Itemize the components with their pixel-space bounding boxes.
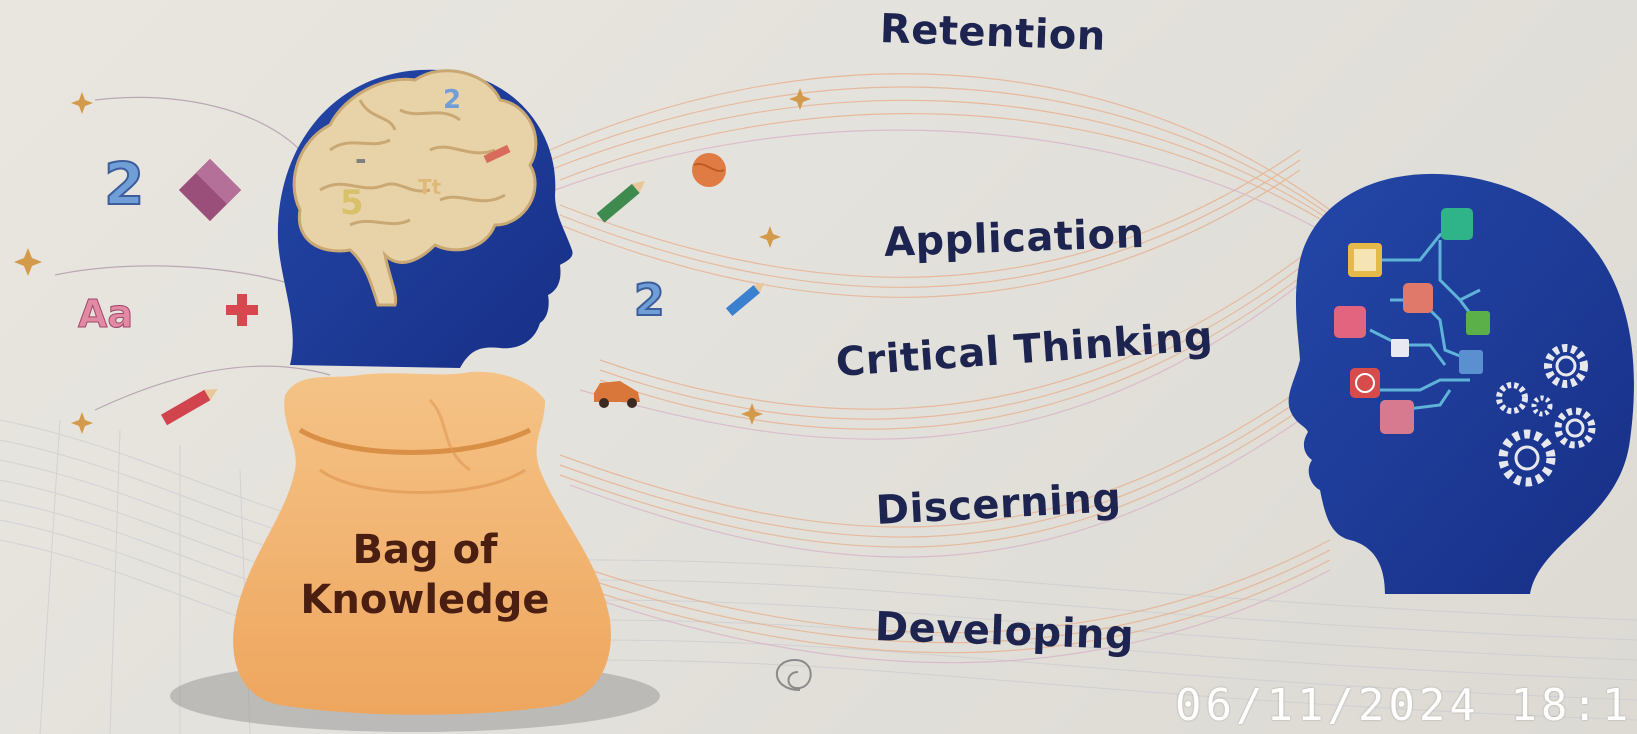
photo-timestamp: 06/11/2024 18:1 — [1175, 680, 1633, 731]
pencil-icon-blue — [725, 282, 765, 316]
tile-puzzle — [1334, 306, 1366, 338]
tile-recycle — [1380, 400, 1414, 434]
flow-ribbons — [549, 73, 1331, 664]
background-grid-waves — [0, 419, 1637, 734]
pencil-icon-green — [596, 180, 645, 223]
ball-icon — [692, 153, 726, 187]
bag-label-line2: Knowledge — [300, 577, 550, 623]
brain-five-doodle: 5 — [340, 183, 364, 223]
number-two-doodle-middle: 2 — [633, 274, 666, 327]
bag-of-knowledge — [170, 371, 660, 732]
number-two-doodle: 2 — [103, 149, 145, 219]
tile-clock — [1350, 368, 1380, 398]
app-tiles — [1334, 208, 1490, 434]
tile-calculator — [1441, 208, 1473, 240]
application-label: Application — [883, 210, 1146, 266]
retention-label: Retention — [879, 6, 1107, 60]
swirl-doodle — [775, 658, 812, 691]
pencil-icon-red — [161, 389, 218, 426]
tile-white — [1391, 339, 1409, 357]
tile-pencil — [1466, 311, 1490, 335]
tile-leaf — [1403, 283, 1433, 313]
plus-sign-icon — [226, 294, 258, 326]
aa-doodle: Aa — [77, 292, 134, 337]
bag-label-line1: Bag of — [352, 527, 498, 573]
gear-icons — [1496, 344, 1596, 487]
bag-label: Bag of Knowledge — [280, 525, 570, 625]
brain-minus-doodle: - — [355, 143, 367, 176]
brain-illustration — [292, 69, 538, 307]
eraser-icon — [178, 158, 242, 222]
developing-label: Developing — [874, 604, 1135, 660]
right-head-silhouette — [1288, 173, 1634, 594]
tile-cup — [1459, 350, 1483, 374]
brain-tt-doodle: Tt — [418, 175, 442, 199]
sparkle-icons — [14, 88, 811, 434]
toy-car-icon — [594, 381, 640, 408]
brain-two-doodle: 2 — [443, 85, 462, 115]
